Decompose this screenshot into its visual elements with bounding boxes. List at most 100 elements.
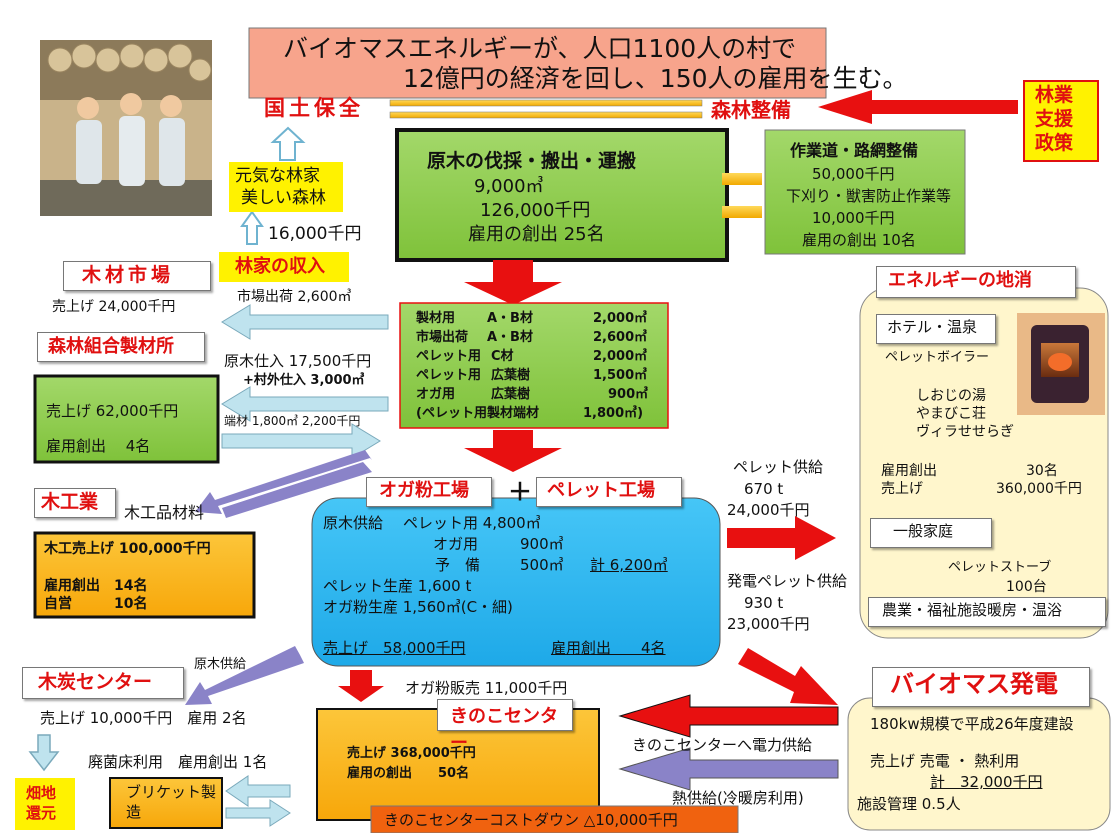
charcoal-sales: 売上げ 10,000千円 雇用 2名 — [40, 709, 247, 727]
briquette-label: ブリケット製造 — [126, 783, 217, 822]
seizai-sonogai: +村外仕入 3,000㎥ — [243, 373, 365, 388]
factory-oga-prod: オガ粉生産 1,560㎥(C・細) — [323, 598, 513, 616]
charcoal-label-box — [22, 667, 184, 699]
factory-supply-reserve: 500㎥ — [520, 556, 564, 574]
genki-line-1: 元気な林家 — [235, 166, 320, 186]
seizai-label: 森林組合製材所 — [48, 336, 174, 357]
kinoko-label: きのこセンター — [450, 706, 558, 754]
facility-1: しおじの湯 — [916, 388, 986, 404]
household-label: 一般家庭 — [893, 522, 954, 540]
household-label-box — [870, 518, 992, 548]
field-return-1: 畑地 — [26, 784, 57, 802]
hotel-label: ホテル・温泉 — [887, 318, 978, 336]
factory-supply-pellet: ペレット用 4,800㎥ — [403, 514, 541, 532]
pellet-supply-label: ペレット供給 — [733, 458, 824, 476]
mokuzai-shijo-sales: 売上げ 24,000千円 — [52, 299, 176, 315]
charcoal-haikin: 廃菌床利用 雇用創出 1名 — [88, 753, 268, 771]
mokkogyo-self: 自営 10名 — [44, 596, 148, 612]
factory-supply-head: 原木供給 — [323, 514, 384, 532]
mokkogyo-label-box — [34, 488, 116, 518]
ringyo-shien-1: 林業 — [1035, 84, 1074, 106]
mokkogyo-material: 木工品材料 — [124, 503, 205, 522]
rinka-16000: 16,000千円 — [268, 224, 362, 244]
breakdown-qty: 900㎥ — [608, 387, 649, 402]
biomass-sales: 売上げ 売電 ・ 熱利用 — [870, 752, 1020, 770]
gen-pellet-supply-tons: 930 t — [744, 594, 784, 612]
agri-label: 農業・福祉施設暖房・温浴 — [882, 601, 1063, 619]
hotel-label-box — [876, 314, 996, 344]
mokuzai-shijo-label: 木材市場 — [82, 264, 175, 286]
breakdown-use: オガ用 — [416, 387, 456, 402]
breakdown-kind: 広葉樹 — [491, 368, 531, 383]
seizai-sales: 売上げ 62,000千円 — [46, 402, 179, 420]
oga-factory-label-box — [366, 477, 492, 507]
genki-line-2: 美しい森林 — [241, 188, 326, 208]
oga-sale: オガ粉販売 11,000千円 — [405, 679, 568, 697]
energy-label-box — [876, 266, 1076, 298]
sagyodo-jobs: 雇用の創出 10名 — [802, 231, 916, 249]
breakdown-qty: 1,800㎥) — [583, 406, 644, 421]
factory-supply-total: 計 6,200㎥ — [590, 556, 668, 574]
breakdown-use: ペレット用 — [416, 368, 482, 383]
pellet-supply-tons: 670 t — [744, 480, 784, 498]
field-return-2: 還元 — [26, 804, 57, 822]
mokuzai-shijo-shipment: 市場出荷 2,600㎥ — [237, 289, 352, 305]
sagyodo-amount-2: 10,000千円 — [812, 209, 895, 227]
breakdown-use: ペレット用 — [416, 349, 482, 364]
seizai-hazai: 端材 1,800㎥ 2,200千円 — [224, 414, 361, 428]
mokkogyo-label: 木工業 — [41, 491, 99, 513]
ringyo-shien-2: 支援 — [1035, 108, 1074, 130]
kinoko-costdown: きのこセンターコストダウン △10,000千円 — [384, 811, 678, 829]
breakdown-use: 市場出荷 — [416, 330, 469, 345]
breakdown-qty: 2,000㎥ — [593, 349, 648, 364]
kinoko-jobs: 雇用の創出 50名 — [347, 766, 470, 781]
stove-count: 100台 — [1006, 579, 1047, 595]
biomass-label: バイオマス発電 — [890, 670, 1058, 698]
breakdown-qty: 2,600㎥ — [593, 330, 648, 345]
kokudo-hozen-label: 国土保全 — [264, 96, 364, 120]
biomass-build: 180kw規模で平成26年度建設 — [870, 715, 1074, 733]
energy-sales-label: 売上げ — [881, 481, 923, 497]
energy-label: エネルギーの地消 — [888, 270, 1032, 291]
facility-3: ヴィラせせらぎ — [916, 424, 1014, 440]
pellet-factory-label: ペレット工場 — [547, 480, 655, 501]
sagyodo-amount-1: 50,000千円 — [812, 165, 895, 183]
pellet-boiler-label: ペレットボイラー — [885, 350, 990, 365]
gen-pellet-supply-label: 発電ペレット供給 — [727, 572, 848, 590]
foresters-photo — [40, 40, 212, 216]
energy-jobs-label: 雇用創出 — [881, 463, 937, 479]
seizai-jobs: 雇用創出 4名 — [46, 437, 151, 455]
genki-box — [229, 162, 343, 212]
factory-supply-oga: 900㎥ — [520, 535, 564, 553]
factory-supply-oga-label: オガ用 — [433, 535, 479, 553]
biomass-mgmt: 施設管理 0.5人 — [857, 795, 961, 813]
kinoko-label-box — [437, 699, 573, 731]
title-line-1: バイオマスエネルギーが、人口1100人の村で — [283, 34, 797, 63]
ringyo-shien-box — [1023, 80, 1099, 162]
energy-sales: 360,000千円 — [996, 481, 1082, 497]
title-box — [248, 27, 827, 99]
sagyodo-item-2: 下刈り・獣害防止作業等 — [786, 187, 952, 205]
ringyo-shien-3: 政策 — [1035, 132, 1074, 154]
pellet-supply-amount: 24,000千円 — [727, 501, 810, 519]
stove-label: ペレットストーブ — [948, 560, 1052, 575]
mokkogyo-sales: 木工売上げ 100,000千円 — [44, 541, 211, 557]
breakdown-kind: 広葉樹 — [491, 387, 531, 402]
seizai-genboku: 原木仕入 17,500千円 — [224, 352, 372, 370]
factory-jobs: 雇用創出 4名 — [551, 639, 666, 657]
breakdown-qty: 2,000㎥ — [593, 311, 648, 326]
gen-pellet-supply-amount: 23,000千円 — [727, 615, 810, 633]
charcoal-label: 木炭センター — [38, 671, 153, 693]
breakdown-use: (ペレット用製材端材 — [416, 406, 539, 421]
biomass-label-box — [872, 667, 1090, 707]
breakdown-qty: 1,500㎥ — [593, 368, 648, 383]
factory-sales: 売上げ 58,000千円 — [323, 639, 466, 657]
energy-jobs: 30名 — [1026, 463, 1058, 479]
rinka-income-box — [219, 252, 349, 282]
factory-pellet-prod: ペレット生産 1,600 t — [323, 577, 472, 595]
charcoal-supply: 原木供給 — [194, 657, 247, 672]
biomass-total: 計 32,000千円 — [930, 773, 1043, 791]
title-line-2: 12億円の経済を回し、150人の雇用を生む。 — [403, 64, 908, 93]
genboku-volume: 9,000㎥ — [474, 176, 544, 197]
